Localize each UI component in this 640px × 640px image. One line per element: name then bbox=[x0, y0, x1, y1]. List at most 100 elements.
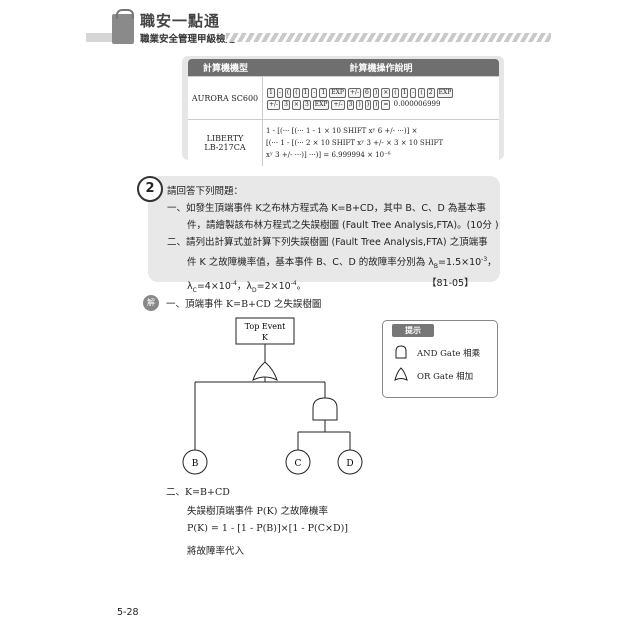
text-run: =2×10 bbox=[256, 281, 291, 293]
question-box bbox=[148, 176, 500, 282]
basic-event-b bbox=[182, 449, 208, 475]
basic-event-label: B bbox=[192, 459, 199, 469]
calculator-model: LIBERTY LB-217CA bbox=[188, 119, 263, 166]
text-run: ， bbox=[487, 257, 497, 269]
basic-event-label: C bbox=[295, 459, 302, 469]
question-code: 【81-05】 bbox=[427, 278, 474, 290]
table-header-model: 計算機機型 bbox=[188, 59, 263, 76]
calculator-key: ( bbox=[418, 88, 425, 98]
calculator-key: 1 bbox=[400, 88, 409, 98]
calc-line: 將故障率代入 bbox=[187, 546, 245, 557]
calculator-key: EXP bbox=[436, 88, 454, 98]
calculator-model: AURORA SC600 bbox=[188, 76, 263, 119]
basic-event-label: D bbox=[346, 459, 353, 469]
text-run: 。 bbox=[296, 281, 307, 293]
answer-icon: 解 bbox=[143, 295, 159, 311]
calculator-key: ( bbox=[392, 88, 399, 98]
calculator-key: +/- bbox=[347, 88, 362, 98]
book-subtitle: 職業安全管理甲級檢定 bbox=[140, 34, 236, 45]
question-line: 二、請列出計算式並計算下列失誤樹圖 (Fault Tree Analysis,F… bbox=[167, 237, 488, 248]
calculator-key: 1 bbox=[319, 88, 328, 98]
key-sequence-text: xʸ 3 +/- ···)] ···)] = bbox=[266, 151, 330, 159]
table-row: LIBERTY LB-217CA 1 - [(··· [(··· 1 - 1 ×… bbox=[188, 119, 499, 166]
tip-badge: 提示 bbox=[392, 324, 434, 337]
key-sequence-line: xʸ 3 +/- ···)] ···)] = 6.999994 × 10⁻⁶ bbox=[266, 149, 496, 161]
calculator-key: +/- bbox=[267, 100, 281, 110]
calculator-key: - bbox=[311, 88, 318, 98]
superscript: -3 bbox=[481, 256, 488, 263]
calculator-key: 1 bbox=[301, 88, 310, 98]
model-line: LIBERTY bbox=[206, 134, 244, 143]
calculator-key: ( bbox=[293, 88, 300, 98]
question-line: λC=4×10-4，λD=2×10-4。【81-05】 bbox=[167, 275, 499, 299]
text-run: λ bbox=[187, 281, 193, 293]
calc-line: P(K) = 1 - [1 - P(B)]×[1 - P(C×D)] bbox=[187, 523, 349, 534]
calculator-key: EXP bbox=[329, 88, 346, 98]
text-run: =4×10 bbox=[196, 281, 231, 293]
text-run: =1.5×10 bbox=[438, 257, 482, 269]
subscript: C bbox=[192, 287, 197, 295]
calculator-key: 1 bbox=[267, 88, 275, 98]
calculator-key: +/- bbox=[331, 100, 345, 110]
book-title: 職安一點通 bbox=[140, 12, 221, 30]
calculator-key: 3 bbox=[302, 100, 311, 110]
top-event-label: K bbox=[262, 333, 269, 342]
answer-step1: 一、頂端事件 K=B+CD 之失誤樹圖 bbox=[166, 299, 322, 310]
calculator-key: 3 bbox=[282, 100, 290, 110]
basic-event-c bbox=[285, 449, 311, 475]
calculator-key: × bbox=[381, 88, 391, 98]
key-sequence-line: 1 - [(··· [(··· 1 - 1 × 10 SHIFT xʸ 6 +/… bbox=[266, 127, 418, 135]
superscript: -4 bbox=[290, 280, 297, 288]
question-line: 件，請繪製該布林方程式之失誤樹圖 (Fault Tree Analysis,FT… bbox=[187, 220, 499, 231]
calculator-key: 6 bbox=[363, 88, 371, 98]
calculator-key: = bbox=[381, 100, 391, 110]
calculator-key: ) bbox=[364, 100, 372, 110]
question-text: 一、如發生頂端事件 K之布林方程式為 K=B+CD，其中 B、C、D 為基本事 … bbox=[167, 200, 499, 299]
basic-event-d bbox=[337, 449, 363, 475]
page-number: 5-28 bbox=[117, 607, 139, 618]
question-number: 2 bbox=[137, 176, 163, 202]
tip-and: AND Gate 相乘 bbox=[417, 349, 481, 359]
or-gate-icon bbox=[394, 367, 408, 381]
and-gate-icon bbox=[312, 397, 338, 421]
question-line: 一、如發生頂端事件 K之布林方程式為 K=B+CD，其中 B、C、D 為基本事 bbox=[167, 203, 486, 214]
result-value: 0.000006999 bbox=[393, 100, 441, 108]
calculator-key: 3 bbox=[346, 100, 355, 110]
calculator-key: × bbox=[291, 100, 301, 110]
calculator-key: - bbox=[410, 88, 417, 98]
calculator-key: 2 bbox=[426, 88, 435, 98]
calculator-key: ) bbox=[372, 88, 380, 98]
superscript: -4 bbox=[230, 280, 237, 288]
header-stripe bbox=[226, 33, 551, 42]
question-line: 件 K 之故障機率值，基本事件 B、C、D 的故障率分別為 λB=1.5×10-… bbox=[167, 251, 499, 275]
top-event-label: Top Event bbox=[245, 322, 286, 331]
and-gate-icon bbox=[395, 345, 407, 359]
calculator-key: EXP bbox=[312, 100, 330, 110]
top-event-box bbox=[235, 317, 295, 345]
text-run: ，λ bbox=[236, 281, 252, 293]
calculator-key: ) bbox=[373, 100, 380, 110]
calculator-key: - bbox=[276, 88, 283, 98]
answer-step2: 二、K=B+CD bbox=[166, 487, 230, 498]
model-line: LB-217CA bbox=[204, 143, 246, 152]
key-sequence-line: [(··· 1 - [(··· 2 × 10 SHIFT xʸ 3 +/- × … bbox=[266, 139, 444, 147]
text-run: 件 K 之故障機率值，基本事件 B、C、D 的故障率分別為 λ bbox=[187, 257, 434, 269]
table-header-ops: 計算機操作說明 bbox=[263, 59, 499, 76]
header-stripe-left bbox=[86, 33, 112, 42]
calculator-key: ( bbox=[284, 88, 292, 98]
result-value: 6.999994 × 10⁻⁶ bbox=[331, 151, 391, 159]
tip-or: OR Gate 相加 bbox=[417, 372, 474, 382]
fault-tree-diagram: Top Event K B C D bbox=[182, 317, 363, 475]
subscript: B bbox=[433, 263, 439, 271]
question-intro: 請回答下列問題： bbox=[167, 186, 244, 197]
safety-helmet-icon bbox=[112, 9, 134, 44]
calculator-key: ) bbox=[356, 100, 363, 110]
subscript: D bbox=[252, 287, 257, 295]
calculator-ops: 1 - [(··· [(··· 1 - 1 × 10 SHIFT xʸ 6 +/… bbox=[263, 119, 499, 166]
calc-line: 失誤樹頂端事件 P(K) 之故障機率 bbox=[187, 506, 328, 517]
